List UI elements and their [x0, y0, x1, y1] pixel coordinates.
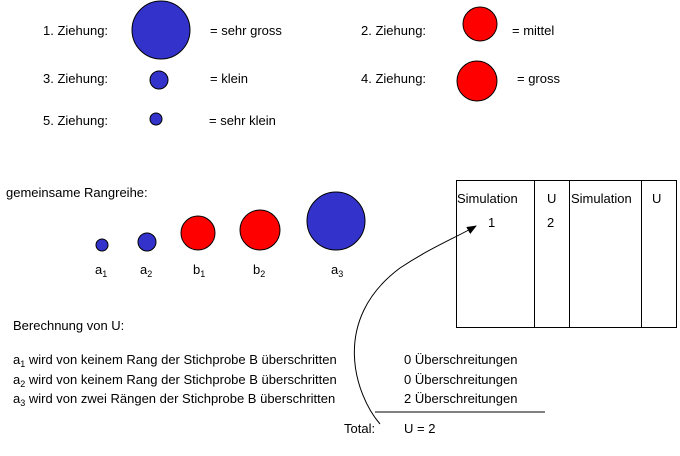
- legend-size-4: = gross: [517, 71, 560, 86]
- legend-label-4: 4. Ziehung:: [361, 71, 427, 86]
- legend-size-2: = mittel: [512, 23, 555, 38]
- legend-circle-4: [456, 60, 498, 102]
- calc-result-2: 0 Überschreitungen: [404, 372, 518, 387]
- legend-label-3: 3. Ziehung:: [43, 71, 109, 86]
- table-header-u-2: U: [652, 191, 662, 206]
- rank-label-b1: b1: [193, 262, 206, 279]
- legend-circle-3: [149, 70, 169, 90]
- rank-title: gemeinsame Rangreihe:: [6, 185, 148, 200]
- legend-circle-2: [462, 6, 498, 42]
- calc-title: Berechnung von U:: [13, 318, 125, 333]
- legend-label-1: 1. Ziehung:: [43, 23, 109, 38]
- rank-label-a3: a3: [331, 262, 344, 279]
- total-value: U = 2: [404, 421, 436, 436]
- table-header-simulation-1: Simulation: [457, 191, 518, 206]
- arrow-total-to-table: [353, 225, 477, 425]
- calc-result-3: 2 Überschreitungen: [404, 391, 518, 406]
- legend-size-1: = sehr gross: [210, 23, 282, 38]
- calc-result-1: 0 Überschreitungen: [404, 352, 518, 367]
- legend-circle-5: [149, 112, 163, 126]
- calc-line-1: a1 wird von keinem Rang der Stichprobe B…: [13, 352, 337, 369]
- rank-circle-a3: [306, 191, 366, 251]
- calc-line-2: a2 wird von keinem Rang der Stichprobe B…: [13, 372, 337, 389]
- legend-size-5: = sehr klein: [209, 113, 276, 128]
- table-col-sim-2: [569, 181, 642, 327]
- table-cell-sim: 1: [488, 215, 496, 230]
- rank-circle-a2: [137, 232, 157, 252]
- legend-size-3: = klein: [210, 71, 248, 86]
- total-label: Total:: [344, 421, 376, 436]
- rank-label-a2: a2: [140, 262, 153, 279]
- rank-circle-b2: [239, 209, 281, 251]
- rank-circle-b1: [180, 215, 216, 251]
- table-header-u-1: U: [547, 191, 557, 206]
- calc-line-3: a3 wird von zwei Rängen der Stichprobe B…: [13, 391, 336, 408]
- rank-label-b2: b2: [253, 262, 266, 279]
- table-col-u-1: [534, 181, 570, 327]
- legend-circle-1: [131, 0, 191, 60]
- rank-label-a1: a1: [95, 262, 108, 279]
- rank-circle-a1: [95, 238, 109, 252]
- legend-label-5: 5. Ziehung:: [43, 113, 109, 128]
- table-col-sim-1: [457, 181, 535, 327]
- legend-label-2: 2. Ziehung:: [361, 23, 427, 38]
- table-header-simulation-2: Simulation: [571, 191, 632, 206]
- table-cell-u: 2: [547, 215, 555, 230]
- simulation-table: Simulation U Simulation U 1 2: [456, 180, 677, 328]
